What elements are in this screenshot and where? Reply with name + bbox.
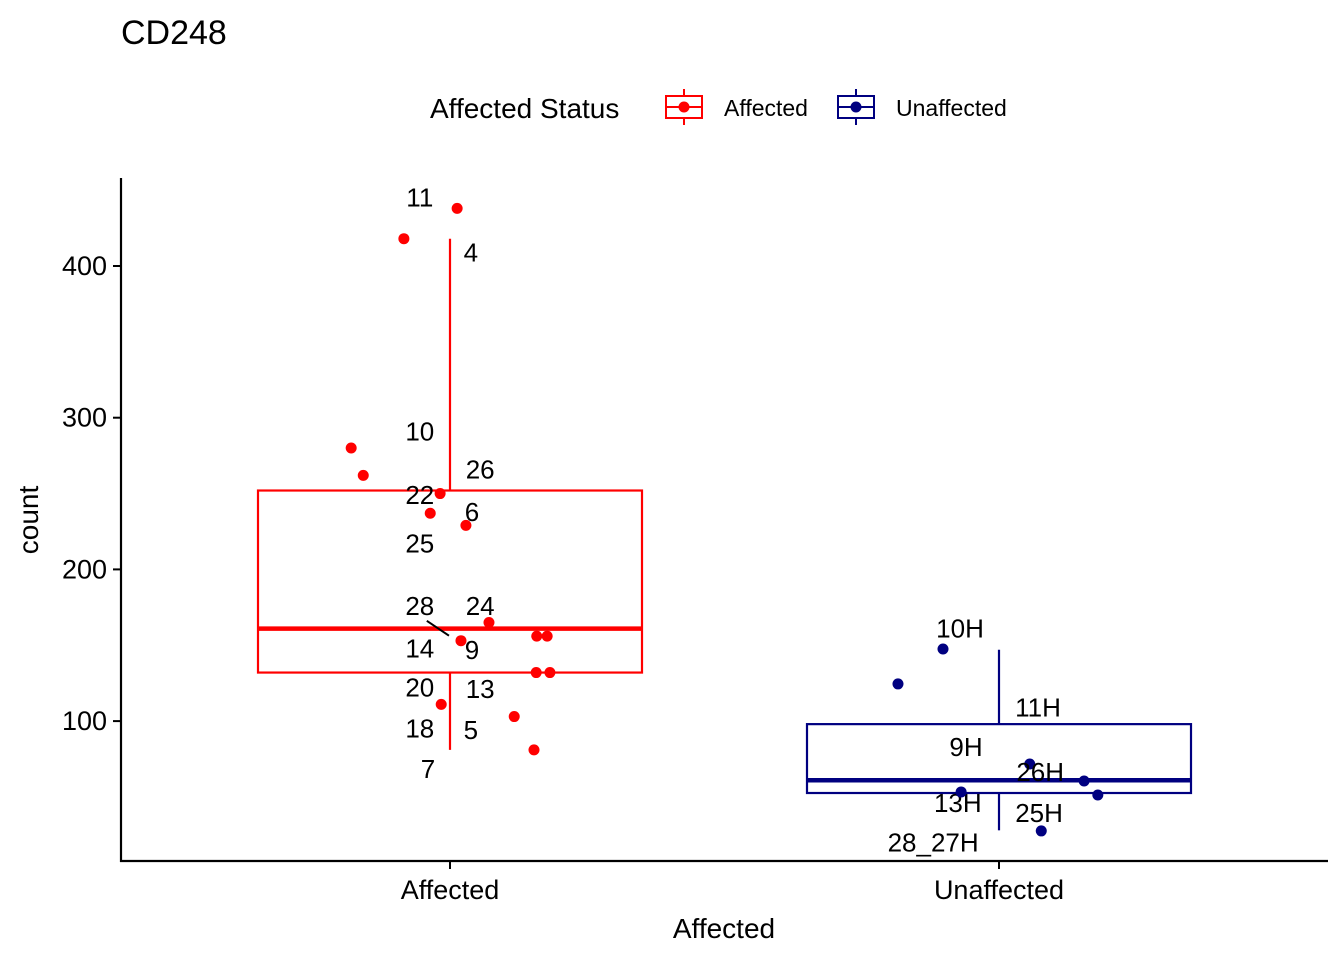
point-label: 11 xyxy=(406,183,433,213)
legend-label: Unaffected xyxy=(896,95,1007,121)
point-label: 28 xyxy=(405,591,434,621)
point-label: 28_27H xyxy=(888,827,979,857)
data-point xyxy=(528,744,540,756)
legend-title: Affected Status xyxy=(430,93,619,124)
point-label: 4 xyxy=(464,237,478,267)
box xyxy=(805,723,1193,795)
data-point xyxy=(483,616,495,628)
point-label: 25 xyxy=(405,529,434,559)
data-point xyxy=(460,519,472,531)
legend-key-unaffected: Unaffected xyxy=(837,89,1007,125)
point-label: 25H xyxy=(1015,798,1063,828)
data-point xyxy=(541,630,553,642)
y-tick-label: 200 xyxy=(62,554,107,584)
point-label: 22 xyxy=(405,480,434,510)
point-label: 10 xyxy=(405,416,434,446)
data-point xyxy=(1078,775,1090,787)
data-point xyxy=(530,667,542,679)
data-point xyxy=(544,667,556,679)
data-point xyxy=(398,233,410,245)
y-tick-label: 300 xyxy=(62,403,107,433)
legend-point-icon xyxy=(850,101,862,113)
point-label: 14 xyxy=(405,633,434,663)
x-axis-label: Affected xyxy=(673,913,775,944)
data-point xyxy=(531,630,543,642)
data-point xyxy=(1024,758,1036,770)
legend-key-affected: Affected xyxy=(665,89,808,125)
point-label: 26H xyxy=(1016,757,1064,787)
legend: Affected Status Affected Unaffected xyxy=(430,89,1007,125)
point-label: 5 xyxy=(464,715,478,745)
point-label: 6 xyxy=(465,497,479,527)
point-label: 9H xyxy=(949,732,982,762)
point-label: 9 xyxy=(465,635,479,665)
point-label: 24 xyxy=(466,591,495,621)
data-point xyxy=(424,507,436,519)
data-point xyxy=(1092,789,1104,801)
chart-title: CD248 xyxy=(121,14,227,52)
y-axis-label: count xyxy=(13,486,44,555)
point-label: 10H xyxy=(936,614,984,644)
label-connector xyxy=(426,619,450,637)
legend-label: Affected xyxy=(724,95,808,121)
legend-point-icon xyxy=(678,101,690,113)
x-tick-label: Affected xyxy=(401,875,500,905)
data-point xyxy=(937,643,949,655)
data-point xyxy=(455,635,467,647)
box xyxy=(256,489,644,674)
point-label: 20 xyxy=(405,673,434,703)
data-point xyxy=(357,469,369,481)
point-label: 26 xyxy=(466,454,495,484)
data-point xyxy=(892,678,904,690)
data-point xyxy=(345,442,357,454)
data-point xyxy=(508,711,520,723)
series-affected: 11 4 10 26 22 6 25 24 28 14 9 20 13 18 57 xyxy=(256,183,644,784)
data-point xyxy=(451,202,463,214)
data-point xyxy=(435,698,447,710)
data-point xyxy=(955,786,967,798)
y-tick-label: 100 xyxy=(62,706,107,736)
x-tick-label: Unaffected xyxy=(934,875,1064,905)
y-tick-label: 400 xyxy=(62,251,107,281)
data-point xyxy=(1035,825,1047,837)
point-label: 18 xyxy=(405,714,434,744)
point-label: 7 xyxy=(421,754,435,784)
point-label: 13 xyxy=(466,674,495,704)
point-label: 11H xyxy=(1015,692,1061,722)
data-point xyxy=(434,488,446,500)
